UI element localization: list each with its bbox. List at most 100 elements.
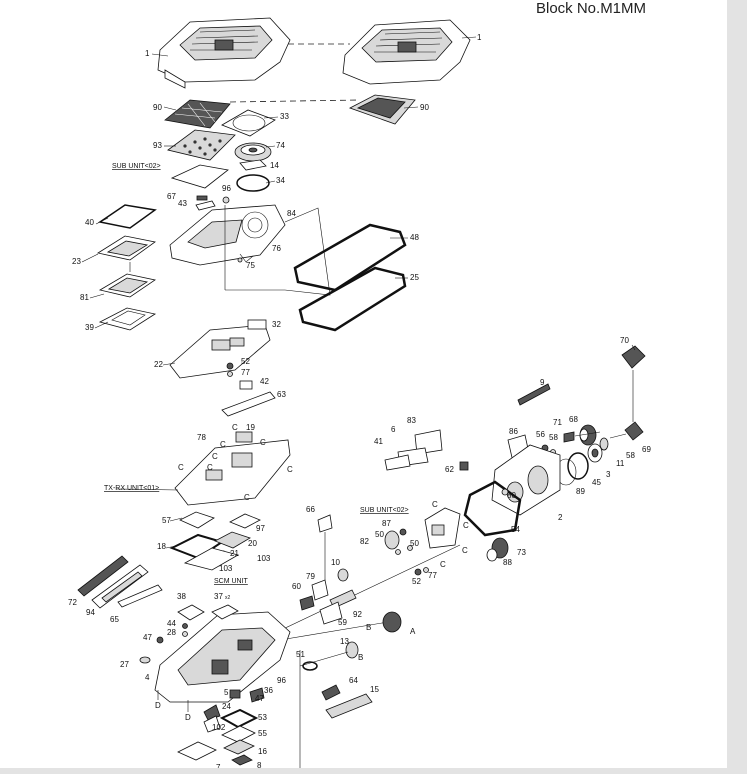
keypad-90-left bbox=[164, 99, 231, 129]
label-76: 76 bbox=[272, 244, 281, 253]
frame-40 bbox=[98, 204, 157, 229]
ring-45 bbox=[567, 452, 589, 480]
front-cover-left bbox=[157, 17, 291, 89]
part-8 bbox=[231, 754, 253, 766]
part-102 bbox=[203, 715, 221, 733]
part-77-top bbox=[227, 371, 233, 377]
label-87: 87 bbox=[382, 519, 391, 528]
part-60 bbox=[299, 595, 315, 611]
part-28 bbox=[182, 631, 188, 637]
label-21: 21 bbox=[230, 549, 239, 558]
label-56: 56 bbox=[536, 430, 545, 439]
label-c6: C bbox=[178, 463, 184, 472]
chassis-84 bbox=[169, 204, 286, 266]
part-16 bbox=[223, 739, 255, 755]
scm-unit-board bbox=[183, 547, 240, 571]
part-47-left bbox=[156, 636, 164, 644]
sub-unit-02-board-lower bbox=[424, 507, 461, 549]
pcb-22 bbox=[169, 324, 271, 379]
label-42: 42 bbox=[260, 377, 269, 386]
label-96a: 96 bbox=[222, 184, 231, 193]
lcd-81 bbox=[98, 273, 156, 298]
label-73: 73 bbox=[517, 548, 526, 557]
label-92: 92 bbox=[353, 610, 362, 619]
part-87 bbox=[399, 528, 407, 536]
label-36: 36 bbox=[264, 686, 273, 695]
part-76 bbox=[239, 253, 254, 263]
label-34: 34 bbox=[276, 176, 285, 185]
label-c4: C bbox=[212, 452, 218, 461]
grille-15 bbox=[325, 693, 373, 719]
label-97: 97 bbox=[256, 524, 265, 533]
label-19: 19 bbox=[246, 423, 255, 432]
label-103b: 103 bbox=[219, 564, 233, 573]
part-32 bbox=[247, 319, 267, 330]
label-86: 86 bbox=[509, 427, 518, 436]
part-75 bbox=[237, 257, 243, 263]
gasket-25 bbox=[298, 266, 407, 332]
label-64: 64 bbox=[349, 676, 358, 685]
label-102: 102 bbox=[212, 723, 226, 732]
part-66 bbox=[317, 514, 333, 533]
label-45: 45 bbox=[592, 478, 601, 487]
part-44 bbox=[182, 623, 188, 629]
label-c3: C bbox=[260, 438, 266, 447]
label-2: 2 bbox=[558, 513, 563, 522]
label-90a: 90 bbox=[153, 103, 162, 112]
label-23: 23 bbox=[72, 257, 81, 266]
label-53: 53 bbox=[258, 713, 267, 722]
leader-lines bbox=[81, 36, 636, 549]
label-55: 55 bbox=[258, 729, 267, 738]
label-51: 51 bbox=[296, 650, 305, 659]
label-10: 10 bbox=[331, 558, 340, 567]
label-84: 84 bbox=[287, 209, 296, 218]
label-47a: 47 bbox=[143, 633, 152, 642]
part-67 bbox=[196, 195, 208, 201]
part-53 bbox=[219, 708, 259, 729]
label-83: 83 bbox=[407, 416, 416, 425]
label-89: 89 bbox=[576, 487, 585, 496]
label-9: 9 bbox=[540, 378, 545, 387]
label-c10: C bbox=[463, 521, 469, 530]
part-97 bbox=[229, 513, 261, 529]
part-36 bbox=[249, 687, 265, 703]
label-c2: C bbox=[220, 440, 226, 449]
label-b1: B bbox=[366, 623, 371, 632]
label-24: 24 bbox=[222, 702, 231, 711]
part-5 bbox=[229, 689, 241, 699]
part-14 bbox=[239, 159, 267, 171]
part-37 bbox=[211, 604, 239, 620]
speaker-74 bbox=[234, 142, 272, 162]
part-43 bbox=[195, 200, 216, 211]
label-58a: 58 bbox=[549, 433, 558, 442]
label-78: 78 bbox=[197, 433, 206, 442]
part-41 bbox=[384, 454, 411, 471]
label-43: 43 bbox=[178, 199, 187, 208]
part-39 bbox=[98, 307, 157, 331]
label-72: 72 bbox=[68, 598, 77, 607]
part-50-a bbox=[395, 549, 401, 555]
part-3 bbox=[591, 448, 599, 458]
label-66: 66 bbox=[306, 505, 315, 514]
label-c11: C bbox=[462, 546, 468, 555]
part-38 bbox=[177, 604, 205, 621]
label-c7: C bbox=[287, 465, 293, 474]
label-15: 15 bbox=[370, 685, 379, 694]
part-50-b bbox=[407, 545, 413, 551]
label-3: 3 bbox=[606, 470, 611, 479]
label-1b: 1 bbox=[477, 33, 482, 42]
callout-labels: 1 1 90 90 33 93 74 14 34 96 67 43 84 40 … bbox=[68, 33, 651, 772]
label-63: 63 bbox=[277, 390, 286, 399]
label-41: 41 bbox=[374, 437, 383, 446]
label-77b: 77 bbox=[428, 571, 437, 580]
part-42 bbox=[239, 380, 253, 390]
lcd-holder-23 bbox=[96, 235, 156, 261]
bottom-margin-bar bbox=[0, 768, 747, 774]
part-27 bbox=[139, 656, 151, 664]
part-77-lower bbox=[423, 567, 429, 573]
label-54: 54 bbox=[511, 525, 520, 534]
part-a-knob bbox=[382, 611, 402, 633]
sub-unit-02-board-top bbox=[170, 164, 229, 189]
label-25: 25 bbox=[410, 273, 419, 282]
part-79 bbox=[311, 579, 329, 601]
